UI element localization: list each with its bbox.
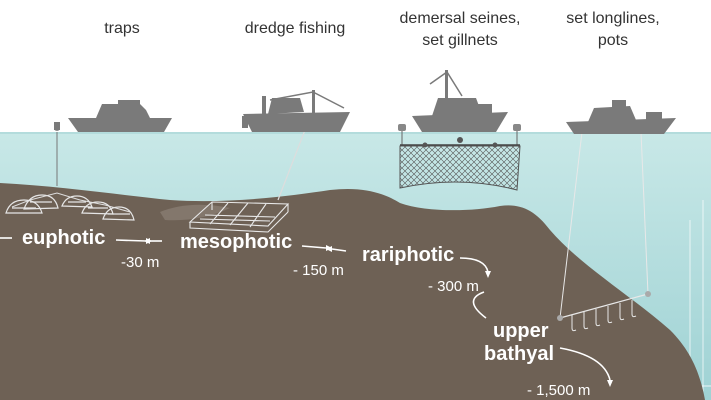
depth-1500m: - 1,500 m [527, 382, 591, 399]
gillnet-mesh [399, 145, 521, 191]
zone-euphotic: euphotic [22, 227, 106, 249]
longline-buoy-line [559, 131, 583, 319]
demersal-seines-gillnets-label: demersal seines, set gillnets [399, 10, 521, 49]
longlines-pots-label: set longlines, pots [566, 10, 660, 49]
zone-upper-bathyal-line2: bathyal [484, 343, 555, 365]
longline-buoy-line [640, 131, 649, 295]
zone-rariphotic: rariphotic [362, 244, 455, 266]
depth-150m: - 150 m [293, 262, 344, 279]
seine-buoy [398, 124, 406, 131]
dredge-frame [188, 201, 290, 233]
longline-hooks [571, 300, 637, 332]
longline-anchor [645, 291, 651, 297]
zone-mesophotic: mesophotic [180, 231, 293, 253]
traps-label: traps [104, 20, 140, 37]
zone-arrowheads [144, 238, 613, 387]
seines-boat-icon [412, 70, 508, 132]
traps-boat-icon [54, 100, 172, 132]
seine-buoy [513, 124, 521, 131]
dredge-cable [277, 129, 306, 201]
longlines-boat-icon [566, 100, 676, 134]
seabed [0, 183, 705, 400]
longline-mainline [559, 293, 649, 319]
longline-anchor [557, 315, 563, 321]
zone-upper-bathyal-line1: upper [493, 320, 549, 342]
depth-30m: -30 m [121, 254, 160, 271]
zone-arrows [0, 237, 611, 381]
depth-300m: - 300 m [428, 278, 479, 295]
dredge-fishing-label: dredge fishing [244, 20, 346, 37]
dredge-boat-icon [242, 90, 350, 132]
trap-pots [5, 194, 135, 221]
